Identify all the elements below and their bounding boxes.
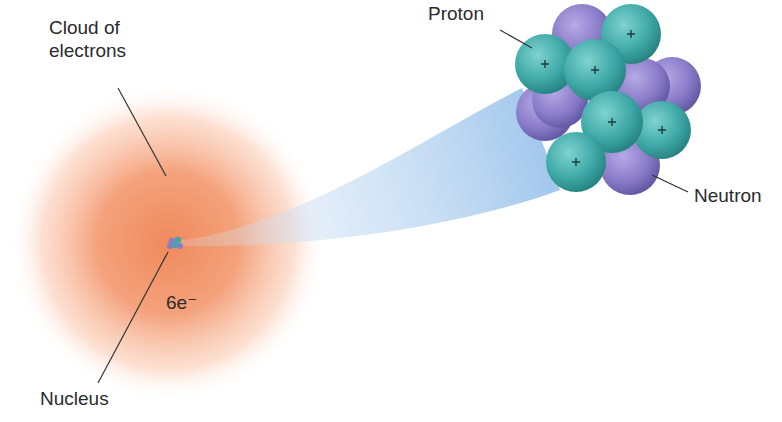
nucleus-cluster [515,4,701,195]
part-label: Proton [428,2,484,25]
zoom-wedge [178,88,560,246]
part-label: Cloud of electrons [49,16,149,62]
electron-count: 6e⁻ [166,291,197,314]
part-label: Neutron [694,184,762,207]
part-label: Nucleus [40,387,109,410]
nucleus-dot [167,237,183,249]
leader-lines [98,30,688,383]
